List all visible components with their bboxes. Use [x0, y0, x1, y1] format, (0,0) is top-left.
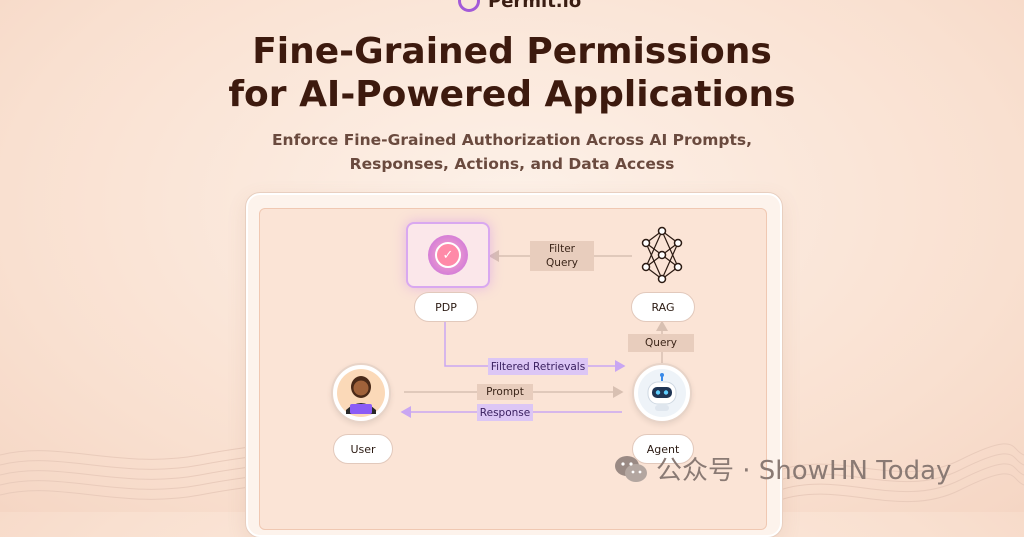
rag-label: RAG — [631, 292, 695, 322]
user-avatar — [331, 363, 391, 423]
pdp-box: ✓ — [406, 222, 490, 288]
brand: Permit.io — [458, 0, 581, 12]
agent-label: Agent — [632, 434, 694, 464]
permit-logo-icon — [458, 0, 480, 12]
page-title: Fine-Grained Permissions for AI-Powered … — [0, 30, 1024, 116]
user-icon — [337, 369, 385, 417]
background-waves — [0, 443, 1024, 503]
filter-query-tag: Filter Query — [530, 241, 594, 271]
title-line-1: Fine-Grained Permissions — [252, 31, 772, 72]
brand-name: Permit.io — [488, 0, 582, 12]
filter-query-line-2: Query — [546, 257, 578, 269]
prompt-tag: Prompt — [477, 384, 533, 400]
response-tag: Response — [477, 404, 533, 421]
page-subtitle: Enforce Fine-Grained Authorization Acros… — [0, 128, 1024, 176]
filter-query-line-1: Filter — [548, 243, 575, 255]
filtered-retrievals-tag: Filtered Retrievals — [488, 358, 588, 375]
agent-avatar — [632, 363, 692, 423]
watermark-text: 公众号 · ShowHN Today — [656, 456, 952, 486]
query-tag: Query — [628, 334, 694, 352]
robot-icon — [638, 369, 686, 417]
wechat-icon — [615, 455, 647, 482]
subtitle-line-1: Enforce Fine-Grained Authorization Acros… — [271, 131, 753, 149]
neural-network-icon — [641, 226, 683, 284]
title-line-2: for AI-Powered Applications — [228, 74, 796, 115]
subtitle-line-2: Responses, Actions, and Data Access — [349, 155, 675, 173]
permit-shield-icon: ✓ — [428, 235, 468, 275]
user-label: User — [333, 434, 393, 464]
pdp-label: PDP — [414, 292, 478, 322]
watermark: 公众号 · ShowHN Today — [614, 450, 951, 487]
